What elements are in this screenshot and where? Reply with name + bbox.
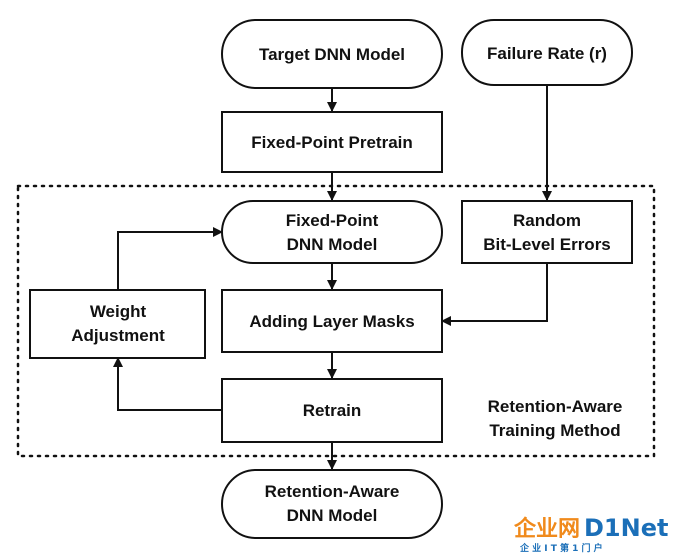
retrain-label: Retrain <box>303 401 362 420</box>
watermark-brand-right: D1Net <box>584 514 668 542</box>
layer-masks-node <box>221 289 443 353</box>
arrow-weight-to-fixed-model <box>117 227 223 290</box>
failure-rate-label: Failure Rate (r) <box>487 44 607 63</box>
target-model-label: Target DNN Model <box>259 45 405 64</box>
arrow-random-to-masks <box>441 263 548 326</box>
random-errors-node <box>461 200 633 264</box>
output-model-label-line2: DNN Model <box>287 506 378 525</box>
weight-adjustment-label-line2: Adjustment <box>71 326 165 345</box>
connectors <box>113 85 552 470</box>
pretrain-node <box>221 111 443 173</box>
arrow-retrain-to-weight <box>113 357 222 411</box>
fixed-point-model-node <box>221 200 443 264</box>
fixed-point-model-label-line1: Fixed-Point <box>286 211 379 230</box>
random-errors-label-line2: Bit-Level Errors <box>483 235 611 254</box>
region-label-line1: Retention-Aware <box>488 397 623 416</box>
pretrain-label: Fixed-Point Pretrain <box>251 133 413 152</box>
region-label-line2: Training Method <box>489 421 620 440</box>
layer-masks-label: Adding Layer Masks <box>249 312 414 331</box>
failure-rate-node <box>461 19 633 86</box>
weight-adjustment-node <box>29 289 206 359</box>
fixed-point-model-label-line2: DNN Model <box>287 235 378 254</box>
output-model-node <box>221 469 443 539</box>
random-errors-label-line1: Random <box>513 211 581 230</box>
weight-adjustment-label-line1: Weight <box>90 302 147 321</box>
output-model-label-line1: Retention-Aware <box>265 482 400 501</box>
watermark-brand-left: 企业网 <box>513 516 580 542</box>
retrain-node <box>221 378 443 443</box>
watermark-logo: 企业网 D1Net 企 业 I T 第 1 门 户 <box>513 514 668 553</box>
retention-aware-region <box>16 184 656 458</box>
watermark-tagline: 企 业 I T 第 1 门 户 <box>519 542 603 553</box>
target-model-node <box>221 19 443 89</box>
